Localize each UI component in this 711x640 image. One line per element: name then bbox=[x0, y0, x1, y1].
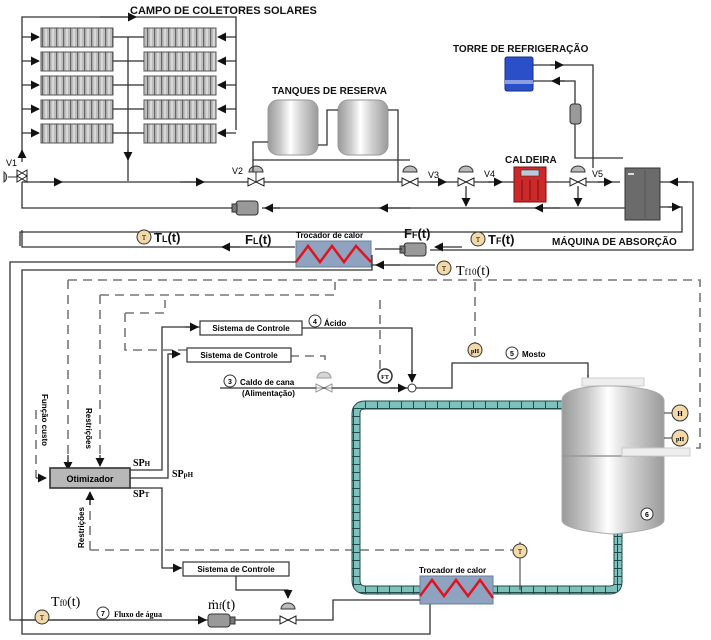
svg-text:T: T bbox=[518, 548, 523, 556]
sensor-ph-mosto: pH bbox=[467, 342, 483, 358]
svg-text:6: 6 bbox=[645, 512, 649, 519]
valve-v3[interactable] bbox=[401, 165, 419, 187]
var-ff: FF(t) bbox=[404, 226, 430, 241]
stream-3-sublabel: (Alimentação) bbox=[242, 389, 295, 398]
optimizer-block[interactable]: Otimizador bbox=[49, 467, 131, 489]
valve-v2-label: V2 bbox=[232, 166, 243, 176]
control-system-feed[interactable]: Sistema de Controle bbox=[186, 347, 292, 363]
solar-panel bbox=[143, 27, 217, 48]
boiler bbox=[513, 166, 547, 203]
setpoint-t: SPT bbox=[133, 489, 150, 500]
valve-v1[interactable] bbox=[3, 169, 28, 183]
valve-v1-label: V1 bbox=[6, 158, 17, 168]
restrictions-bottom-label: Restrições bbox=[77, 507, 86, 548]
stream-5-badge bbox=[505, 346, 519, 360]
sensor-tf10: T bbox=[436, 260, 452, 276]
pump-ff bbox=[399, 242, 427, 257]
stream-3-badge bbox=[223, 374, 237, 388]
svg-text:T: T bbox=[442, 265, 447, 273]
sensor-tf0: T bbox=[34, 609, 50, 625]
solar-field-title: CAMPO DE COLETORES SOLARES bbox=[130, 5, 317, 17]
control-system-temperature[interactable]: Sistema de Controle bbox=[182, 561, 290, 577]
valve-v2[interactable] bbox=[247, 165, 265, 187]
setpoint-h: SPH bbox=[133, 458, 151, 469]
svg-text:T: T bbox=[476, 236, 481, 244]
fermenter-tank bbox=[561, 377, 691, 535]
var-tf: TF(t) bbox=[488, 232, 514, 247]
var-tf10: Tf10(t) bbox=[456, 264, 490, 279]
solar-panel bbox=[40, 99, 114, 120]
cooling-pump bbox=[569, 103, 582, 125]
heat-exchanger-top-label: Trocador de calor bbox=[296, 231, 363, 240]
svg-text:T: T bbox=[142, 234, 147, 242]
stream-4-badge bbox=[308, 314, 322, 328]
svg-text:H: H bbox=[677, 410, 683, 418]
svg-text:Sistema de Controle: Sistema de Controle bbox=[197, 565, 275, 574]
svg-text:3: 3 bbox=[228, 379, 232, 386]
solar-panel bbox=[40, 123, 114, 144]
svg-text:5: 5 bbox=[510, 351, 514, 358]
svg-text:pH: pH bbox=[471, 349, 479, 355]
restrictions-top-label: Restrições bbox=[84, 408, 93, 449]
mixing-node bbox=[407, 383, 417, 393]
svg-text:T: T bbox=[40, 614, 45, 622]
sensor-ph-tank: pH bbox=[664, 429, 689, 447]
heat-exchanger-top bbox=[295, 240, 372, 268]
valve-v5-label: V5 bbox=[592, 169, 603, 179]
optimizer-label: Otimizador bbox=[66, 474, 114, 484]
control-system-acid[interactable]: Sistema de Controle bbox=[199, 320, 303, 336]
solar-panel bbox=[143, 123, 217, 144]
stream-3-label: Caldo de cana bbox=[240, 378, 295, 387]
valve-v5[interactable] bbox=[569, 165, 587, 207]
sensor-tl: T bbox=[136, 229, 152, 245]
solar-panel bbox=[143, 51, 217, 72]
boiler-title: CALDEIRA bbox=[505, 155, 557, 166]
stream-4-label: Ácido bbox=[324, 319, 346, 328]
sensor-ft: FT bbox=[377, 368, 393, 384]
stream-7-badge bbox=[96, 606, 110, 620]
svg-text:FT: FT bbox=[381, 375, 389, 381]
pump-water bbox=[207, 613, 236, 628]
var-tl: TL(t) bbox=[154, 230, 180, 245]
solar-panel bbox=[40, 27, 114, 48]
cost-function-label: Função custo bbox=[40, 394, 49, 446]
solar-panel bbox=[143, 75, 217, 96]
reserve-tanks-title: TANQUES DE RESERVA bbox=[272, 86, 387, 97]
svg-text:Sistema de Controle: Sistema de Controle bbox=[200, 351, 278, 360]
stream-6-badge bbox=[640, 507, 654, 521]
var-tf0: Tf0(t) bbox=[51, 595, 81, 610]
setpoint-ph: SPpH bbox=[172, 469, 194, 480]
sensor-h: H bbox=[664, 404, 689, 422]
sensor-t-jacket: T bbox=[512, 543, 528, 590]
valve-v4[interactable] bbox=[457, 165, 475, 207]
absorption-machine bbox=[624, 167, 661, 221]
cooling-tower bbox=[504, 56, 534, 92]
svg-text:Sistema de Controle: Sistema de Controle bbox=[212, 324, 290, 333]
svg-text:7: 7 bbox=[101, 611, 105, 618]
var-mf: ṁf(t) bbox=[208, 598, 235, 613]
sensor-tf: T bbox=[470, 231, 486, 247]
solar-field bbox=[17, 12, 237, 181]
reserve-tanks bbox=[252, 99, 410, 182]
solar-panel bbox=[40, 75, 114, 96]
solar-panel bbox=[143, 99, 217, 120]
control-valve-water[interactable] bbox=[279, 602, 297, 625]
svg-text:4: 4 bbox=[313, 319, 317, 326]
pump-top bbox=[231, 200, 259, 216]
valve-v4-label: V4 bbox=[484, 169, 495, 179]
stream-5-label: Mosto bbox=[522, 350, 546, 359]
heat-exchanger-bottom bbox=[419, 575, 495, 605]
var-fl: FL(t) bbox=[245, 232, 271, 247]
cooling-tower-title: TORRE DE REFRIGERAÇÃO bbox=[453, 42, 589, 55]
heat-exchanger-bottom-label: Trocador de calor bbox=[419, 566, 486, 575]
stream-7-label: Fluxo de água bbox=[114, 610, 162, 619]
solar-panel bbox=[40, 51, 114, 72]
feed-valve[interactable] bbox=[315, 371, 333, 393]
svg-text:pH: pH bbox=[676, 437, 684, 443]
absorption-machine-title: MÁQUINA DE ABSORÇÃO bbox=[552, 235, 677, 248]
valve-v3-label: V3 bbox=[428, 170, 439, 180]
